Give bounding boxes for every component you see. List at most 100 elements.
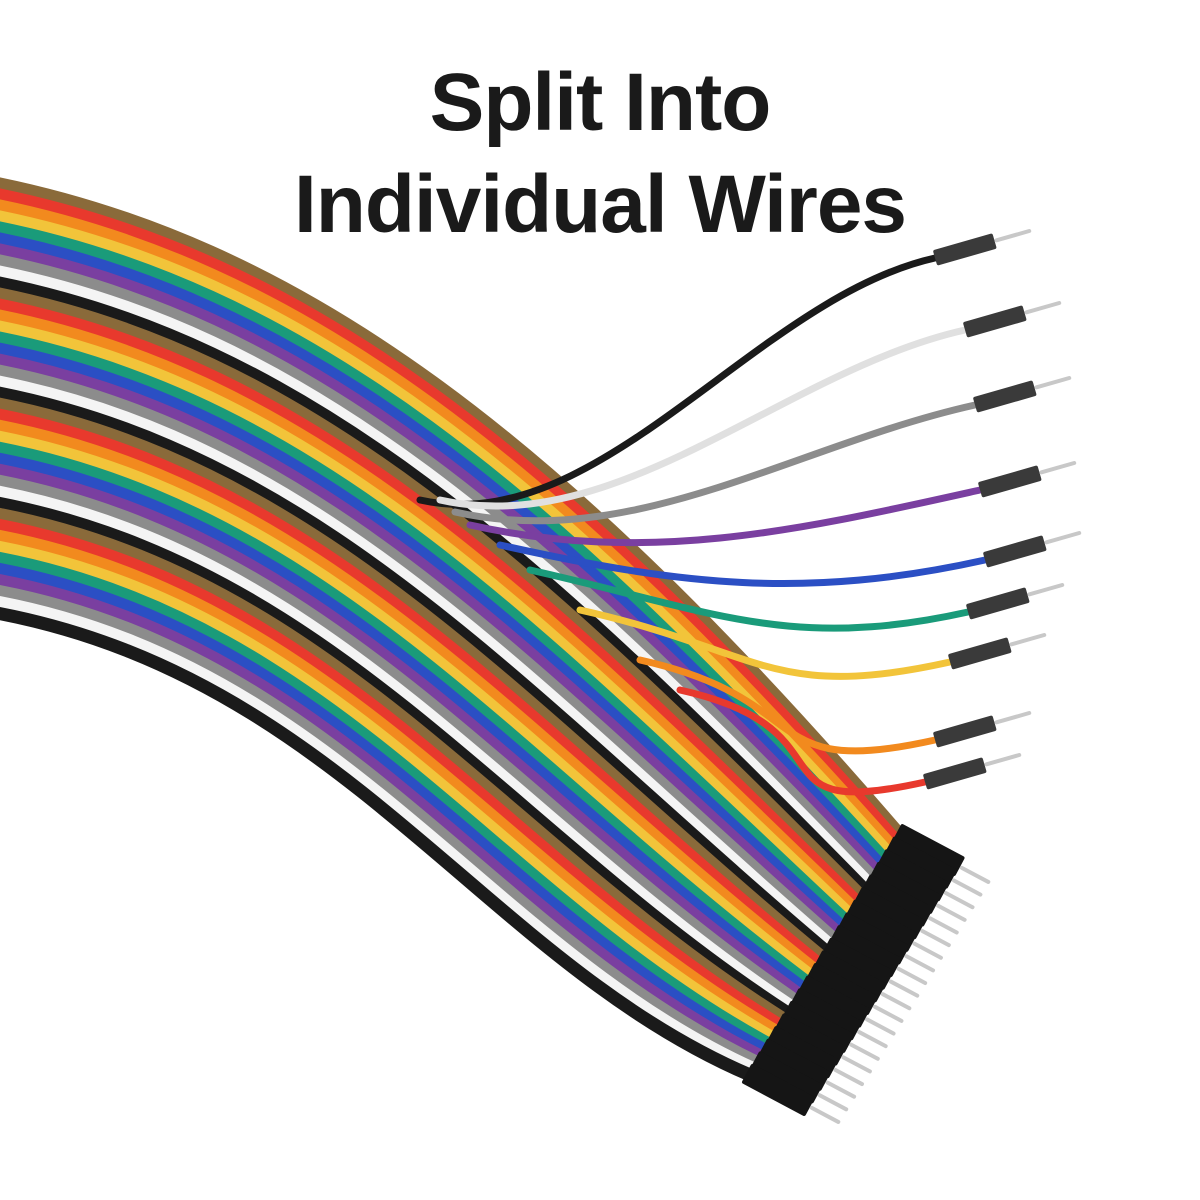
connector-pin — [951, 878, 983, 897]
connector-housing — [742, 1064, 815, 1116]
ribbon-strand — [0, 320, 855, 920]
connector-housing — [757, 1038, 831, 1091]
connector-pin — [888, 979, 920, 998]
bundle-connector — [860, 874, 959, 935]
connector-housing — [797, 975, 870, 1028]
bundle-connector — [765, 1026, 864, 1087]
bundle-connector — [876, 849, 975, 910]
connector-pin — [984, 752, 1022, 767]
connector-pin — [1044, 530, 1082, 545]
connector-housing — [749, 1051, 823, 1104]
bundle-connector — [789, 988, 888, 1049]
bundle-connector — [781, 1000, 880, 1061]
connector-housing — [948, 637, 1012, 670]
connector-housing — [781, 1000, 854, 1053]
loose-wires — [416, 228, 1082, 796]
ribbon-strand — [0, 265, 874, 889]
bundle-connector — [836, 912, 936, 973]
bundle-connector — [773, 1013, 872, 1074]
bundle-connector — [868, 862, 967, 922]
ribbon-strand — [0, 452, 808, 995]
loose-wire-connector — [963, 300, 1062, 338]
loose-wire-connector — [966, 582, 1065, 620]
loose-wire-connector — [933, 228, 1032, 266]
connector-housing — [983, 535, 1047, 568]
ribbon-strand — [0, 298, 863, 908]
connector-housing — [923, 757, 987, 790]
ribbon-strand — [0, 397, 828, 964]
connector-housing — [852, 887, 926, 940]
connector-pin — [857, 1030, 888, 1049]
connector-pin — [833, 1067, 864, 1087]
ribbon-strand — [0, 585, 761, 1069]
connector-housing — [868, 862, 941, 914]
connector-housing — [978, 465, 1042, 498]
ribbon-strand — [0, 519, 785, 1032]
ribbon-strand — [0, 243, 882, 877]
ribbon-strand — [0, 331, 851, 926]
bundle-connector — [749, 1051, 849, 1112]
ribbon-strand — [0, 287, 867, 902]
loose-wire-connector — [948, 632, 1047, 670]
connector-pin — [994, 710, 1032, 725]
ribbon-strand — [0, 485, 796, 1013]
connector-pin — [1027, 582, 1065, 597]
connector-pin — [825, 1080, 857, 1099]
ribbon-strand — [0, 507, 789, 1026]
connector-bundle — [742, 824, 991, 1124]
connector-pin — [936, 903, 967, 922]
connector-pin — [959, 865, 991, 884]
connector-pin — [841, 1055, 872, 1074]
connector-pin — [1024, 300, 1062, 315]
bundle-connector — [828, 925, 928, 985]
loose-wire — [636, 656, 939, 755]
connector-housing — [933, 233, 997, 266]
ribbon-strand — [0, 232, 886, 871]
connector-pin — [1039, 460, 1077, 475]
loose-wire — [526, 566, 972, 632]
bundle-connector — [844, 899, 943, 960]
ribbon-strand — [0, 309, 859, 914]
connector-housing — [876, 849, 949, 902]
connector-housing — [963, 305, 1027, 338]
ribbon-strand — [0, 430, 816, 982]
loose-wire — [466, 486, 984, 547]
connector-housing — [773, 1013, 847, 1066]
loose-wire-connector — [978, 460, 1077, 498]
ribbon-strand — [0, 563, 769, 1057]
connector-pin — [872, 1004, 904, 1023]
connector-housing — [933, 715, 997, 748]
headline-line-2: Individual Wires — [293, 159, 907, 250]
bundle-connector — [820, 937, 920, 998]
loose-wire — [416, 254, 939, 508]
connector-housing — [805, 963, 878, 1015]
ribbon-strand — [0, 254, 878, 883]
connector-housing — [765, 1026, 839, 1079]
ribbon-strand — [0, 541, 777, 1044]
bundle-connector — [884, 836, 983, 897]
connector-pin — [849, 1042, 880, 1061]
connector-pin — [817, 1093, 849, 1112]
loose-wire — [496, 541, 989, 587]
connector-pin — [1034, 375, 1072, 390]
ribbon-strand — [0, 574, 765, 1063]
connector-housing — [966, 587, 1030, 620]
ribbon-strand — [0, 188, 902, 846]
ribbon-strand — [0, 596, 757, 1075]
loose-wire-connector — [983, 530, 1082, 568]
connector-housing — [828, 925, 902, 977]
connector-housing — [820, 937, 894, 990]
ribbon-strand — [0, 530, 781, 1038]
ribbon-strand — [0, 386, 832, 957]
connector-pin — [809, 1105, 841, 1124]
ribbon-strand — [0, 408, 824, 970]
bundle-connector — [892, 824, 991, 884]
loose-wire — [676, 686, 929, 796]
loose-wire — [436, 326, 969, 510]
connector-housing — [884, 836, 957, 889]
ribbon-strand — [0, 177, 905, 840]
ribbon-strand — [0, 463, 804, 1001]
bundle-connector — [813, 950, 912, 1011]
loose-wire-connector — [973, 375, 1072, 413]
headline: Split Into Individual Wires — [0, 52, 1200, 256]
